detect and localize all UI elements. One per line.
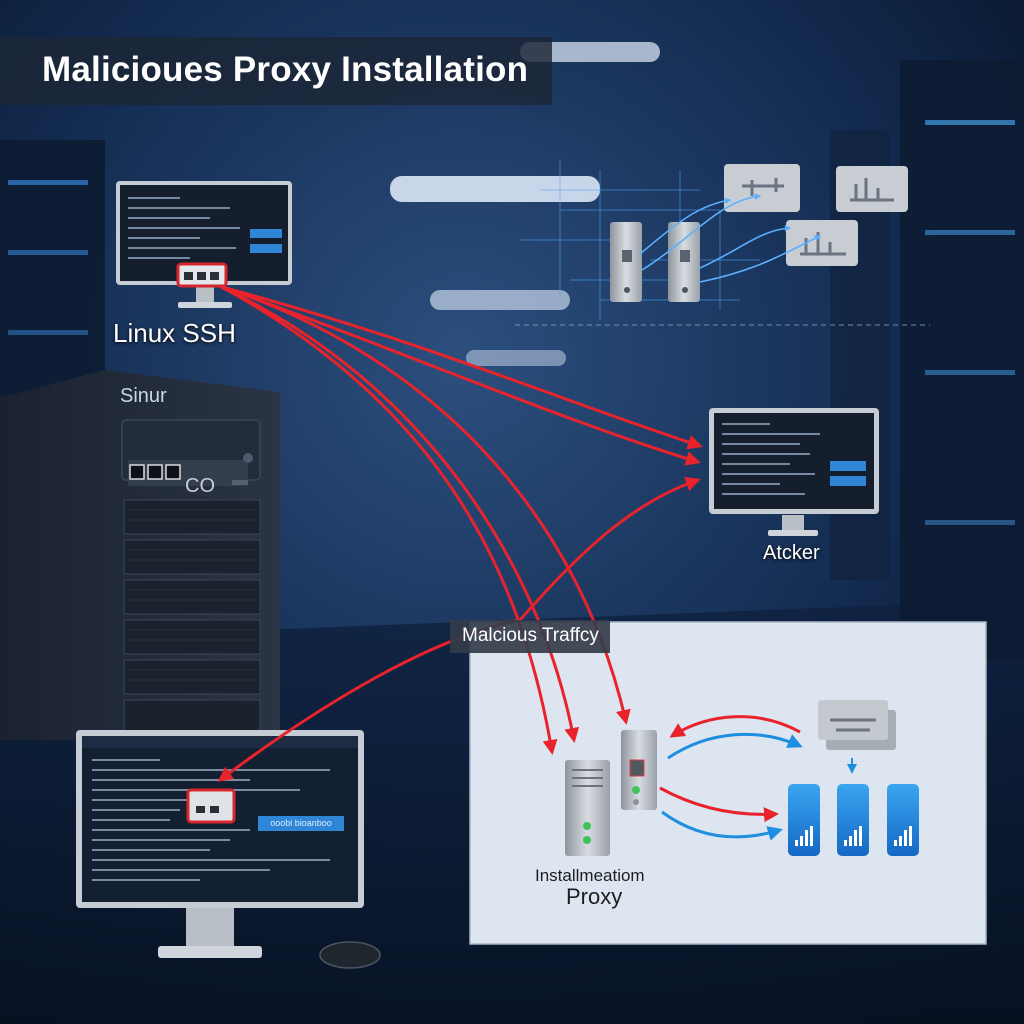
- install-server-icon: [621, 730, 657, 810]
- linux-ssh-label: Linux SSH: [113, 318, 236, 348]
- network-switch-icon: [786, 220, 858, 266]
- ethernet-port-icon: [184, 272, 219, 280]
- server-tower-icon: [0, 370, 280, 740]
- install-label: Installmeatiom: [535, 866, 645, 885]
- panel-tag-bg: [450, 620, 610, 653]
- server-port-label: CO: [185, 475, 215, 497]
- network-schematic: [515, 160, 930, 326]
- proxy-server-icon: [565, 760, 610, 856]
- attacker-label: Atcker: [763, 542, 820, 564]
- linux-ssh-monitor: [116, 181, 292, 308]
- rack-right: [830, 60, 1024, 660]
- proxy-label: Proxy: [566, 884, 623, 909]
- title-bar: [0, 37, 552, 105]
- panel-arrow-blue-top: [667, 732, 803, 760]
- ethernet-port-icon: [196, 806, 219, 813]
- panel-arrow-red-top: [669, 715, 801, 738]
- attacker-monitor: [709, 408, 879, 536]
- panel-arrow-red-bottom: [659, 786, 779, 823]
- signal-bars-icon: [788, 784, 919, 856]
- server-brand-label: Sinur: [120, 385, 167, 407]
- ethernet-port-icon: [129, 464, 181, 480]
- network-switch-icon: [724, 164, 800, 212]
- panel-arrow-blue-bottom: [661, 810, 783, 841]
- ceiling-lights: [390, 42, 660, 366]
- mouse-icon: [319, 941, 381, 969]
- network-switch-icon: [836, 166, 908, 212]
- terminal-button-label: ooobi bioanboo: [270, 818, 332, 828]
- traffic-panel: [469, 621, 987, 945]
- page-title: Malicioues Proxy Installation: [42, 50, 529, 89]
- panel-tag-label: Malcious Traffcy: [462, 625, 599, 646]
- network-switch-icon: [818, 700, 896, 750]
